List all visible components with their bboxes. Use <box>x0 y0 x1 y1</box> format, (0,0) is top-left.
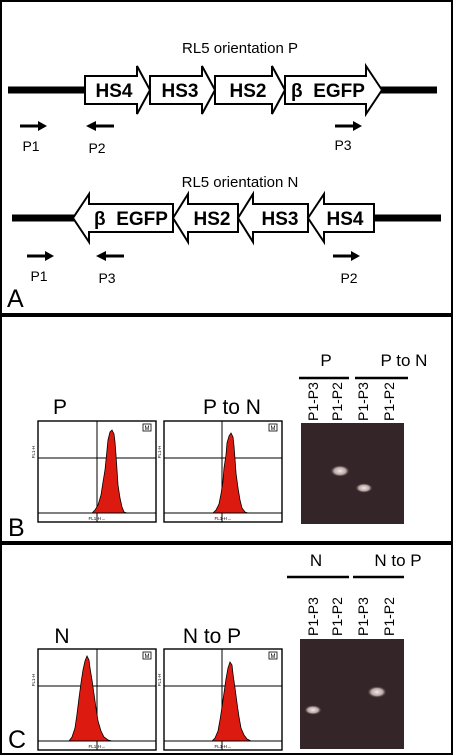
gel-c: N N to P P1-P3 P1-P2 P1-P3 P1-P2 <box>287 551 422 749</box>
facs-x-axis-label: FL1-H→ <box>214 744 231 749</box>
facs-marker-box <box>142 423 152 432</box>
facs-x-axis-label: FL1-H→ <box>88 744 105 749</box>
hs3-arrow-n <box>236 190 309 246</box>
hs3-label-n: HS3 <box>262 209 299 230</box>
facs-y-axis-label: FL1-H <box>31 674 36 687</box>
title-orientation-p: RL5 orientation P <box>182 40 298 57</box>
facs-y-axis-label: FL1-H <box>157 446 162 459</box>
lane-label: P1-P3 <box>355 597 371 636</box>
lane-label: P1-P3 <box>305 597 321 636</box>
primer-label-p3: P3 <box>334 137 351 153</box>
primers-p: P1 P2 P3 <box>20 121 362 156</box>
primer-head-n-p2 <box>351 251 360 261</box>
primer-label-n-p1: P1 <box>30 268 47 284</box>
panel-b-frame <box>0 315 453 543</box>
panel-letter-c: C <box>8 726 26 754</box>
primer-label-p1: P1 <box>22 138 39 154</box>
facs-plot-b-right: M FL1-H FL1-H→ <box>157 420 283 523</box>
hs2-arrow <box>214 65 287 115</box>
primers-n: P1 P3 P2 <box>27 251 360 286</box>
facs-histogram <box>91 429 128 514</box>
facs-label-n-to-p: N to P <box>183 625 241 648</box>
facs-x-axis-label: FL1-H→ <box>88 516 105 521</box>
hs3-label: HS3 <box>162 81 199 102</box>
facs-marker-box <box>142 651 152 660</box>
primer-head-n-p3 <box>96 251 106 261</box>
hs2-label: HS2 <box>230 81 267 102</box>
facs-marker: M <box>271 654 276 660</box>
gel-group-label-p-to-n: P to N <box>381 351 428 370</box>
beta-egfp-arrow <box>284 62 384 118</box>
gel-b: P P to N P1-P3 P1-P2 P1-P3 P1-P2 <box>299 351 427 524</box>
facs-label-p: P <box>53 396 67 419</box>
construct-n: β EGFP HS2 HS3 HS4 <box>71 190 375 246</box>
lane-label: P1-P2 <box>329 597 345 636</box>
primer-label-n-p2: P2 <box>340 270 357 286</box>
panel-c-frame <box>0 543 453 755</box>
primer-label-p2: P2 <box>88 140 105 156</box>
facs-marker: M <box>271 426 276 432</box>
gel-group-label-n: N <box>310 551 322 570</box>
gel-band <box>367 686 387 698</box>
facs-marker: M <box>145 654 150 660</box>
panel-letter-a: A <box>7 285 24 313</box>
facs-y-axis-label: FL1-H <box>31 446 36 459</box>
title-orientation-n: RL5 orientation N <box>182 174 299 191</box>
gel-band <box>304 705 322 715</box>
lane-label: P1-P2 <box>329 382 345 421</box>
gel-band <box>330 465 350 477</box>
facs-label-n: N <box>54 625 69 648</box>
facs-label-p-to-n: P to N <box>203 396 261 419</box>
primer-head-p3 <box>353 121 362 131</box>
hs2-arrow-n <box>171 190 239 246</box>
beta-egfp-label: β EGFP <box>291 81 365 102</box>
hs4-label: HS4 <box>96 81 133 102</box>
beta-egfp-arrow-n <box>71 190 174 246</box>
lane-label: P1-P3 <box>305 382 321 421</box>
primer-head-p1 <box>38 121 47 131</box>
hs4-arrow <box>84 65 152 115</box>
panel-a-frame <box>0 0 453 315</box>
primer-label-n-p3: P3 <box>98 270 115 286</box>
primer-head-n-p1 <box>45 251 54 261</box>
facs-y-axis-label: FL1-H <box>157 674 162 687</box>
facs-x-axis-label: FL1-H→ <box>214 516 231 521</box>
gel-group-label-p: P <box>320 351 331 370</box>
facs-marker-box <box>268 423 278 432</box>
facs-marker-box <box>268 651 278 660</box>
facs-histogram <box>68 655 113 742</box>
construct-p: HS4 HS3 HS2 β EGFP <box>84 62 384 118</box>
hs4-label-n: HS4 <box>327 209 364 230</box>
beta-egfp-label-n: β EGFP <box>94 209 168 230</box>
primer-head-p2 <box>86 121 96 131</box>
facs-plot-c-right: M FL1-H FL1-H→ <box>157 648 283 751</box>
panel-letter-b: B <box>8 514 25 542</box>
hs2-label-n: HS2 <box>194 209 231 230</box>
gel-band <box>355 483 373 493</box>
hs3-arrow <box>149 65 217 115</box>
lane-label: P1-P2 <box>381 382 397 421</box>
gel-group-label-n-to-p: N to P <box>374 551 421 570</box>
facs-plot-c-left: M FL1-H FL1-H→ <box>31 648 157 751</box>
hs4-arrow-n <box>306 190 375 246</box>
gel-image <box>300 639 404 749</box>
facs-histogram <box>211 661 252 742</box>
lane-label: P1-P2 <box>381 597 397 636</box>
lane-label: P1-P3 <box>355 382 371 421</box>
facs-marker: M <box>145 426 150 432</box>
facs-histogram <box>212 432 249 514</box>
facs-plot-b-left: M FL1-H FL1-H→ <box>31 420 157 523</box>
gel-image <box>301 423 404 524</box>
